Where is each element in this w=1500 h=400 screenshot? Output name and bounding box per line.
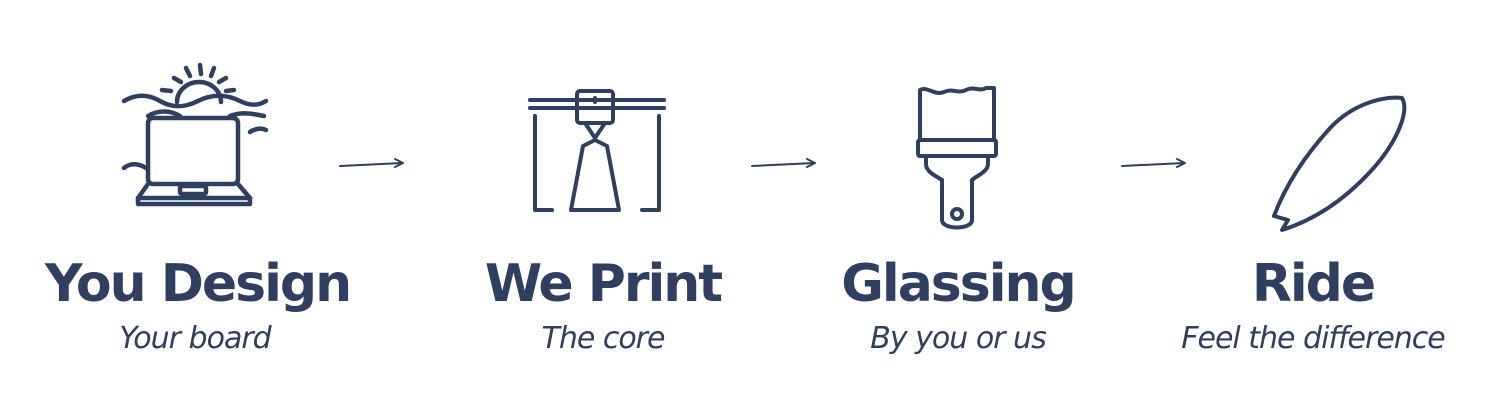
arrow-right-icon — [338, 156, 408, 172]
step-subtitle-by-you-or-us: By you or us — [870, 321, 1046, 356]
step-title-we-print: We Print — [484, 254, 723, 314]
surfboard-icon — [1266, 94, 1411, 236]
step-title-glassing: Glassing — [841, 254, 1077, 314]
laptop-sunset-waves-icon — [118, 60, 273, 215]
paintbrush-icon — [914, 84, 1000, 234]
arrow-right-icon — [750, 156, 820, 172]
3d-printer-icon — [527, 88, 667, 216]
step-subtitle-the-core: The core — [541, 321, 666, 356]
step-title-you-design: You Design — [45, 254, 352, 314]
step-title-ride: Ride — [1251, 254, 1376, 314]
step-subtitle-feel-the-difference: Feel the difference — [1181, 321, 1446, 356]
step-subtitle-your-board: Your board — [119, 321, 271, 356]
arrow-right-icon — [1120, 156, 1190, 172]
